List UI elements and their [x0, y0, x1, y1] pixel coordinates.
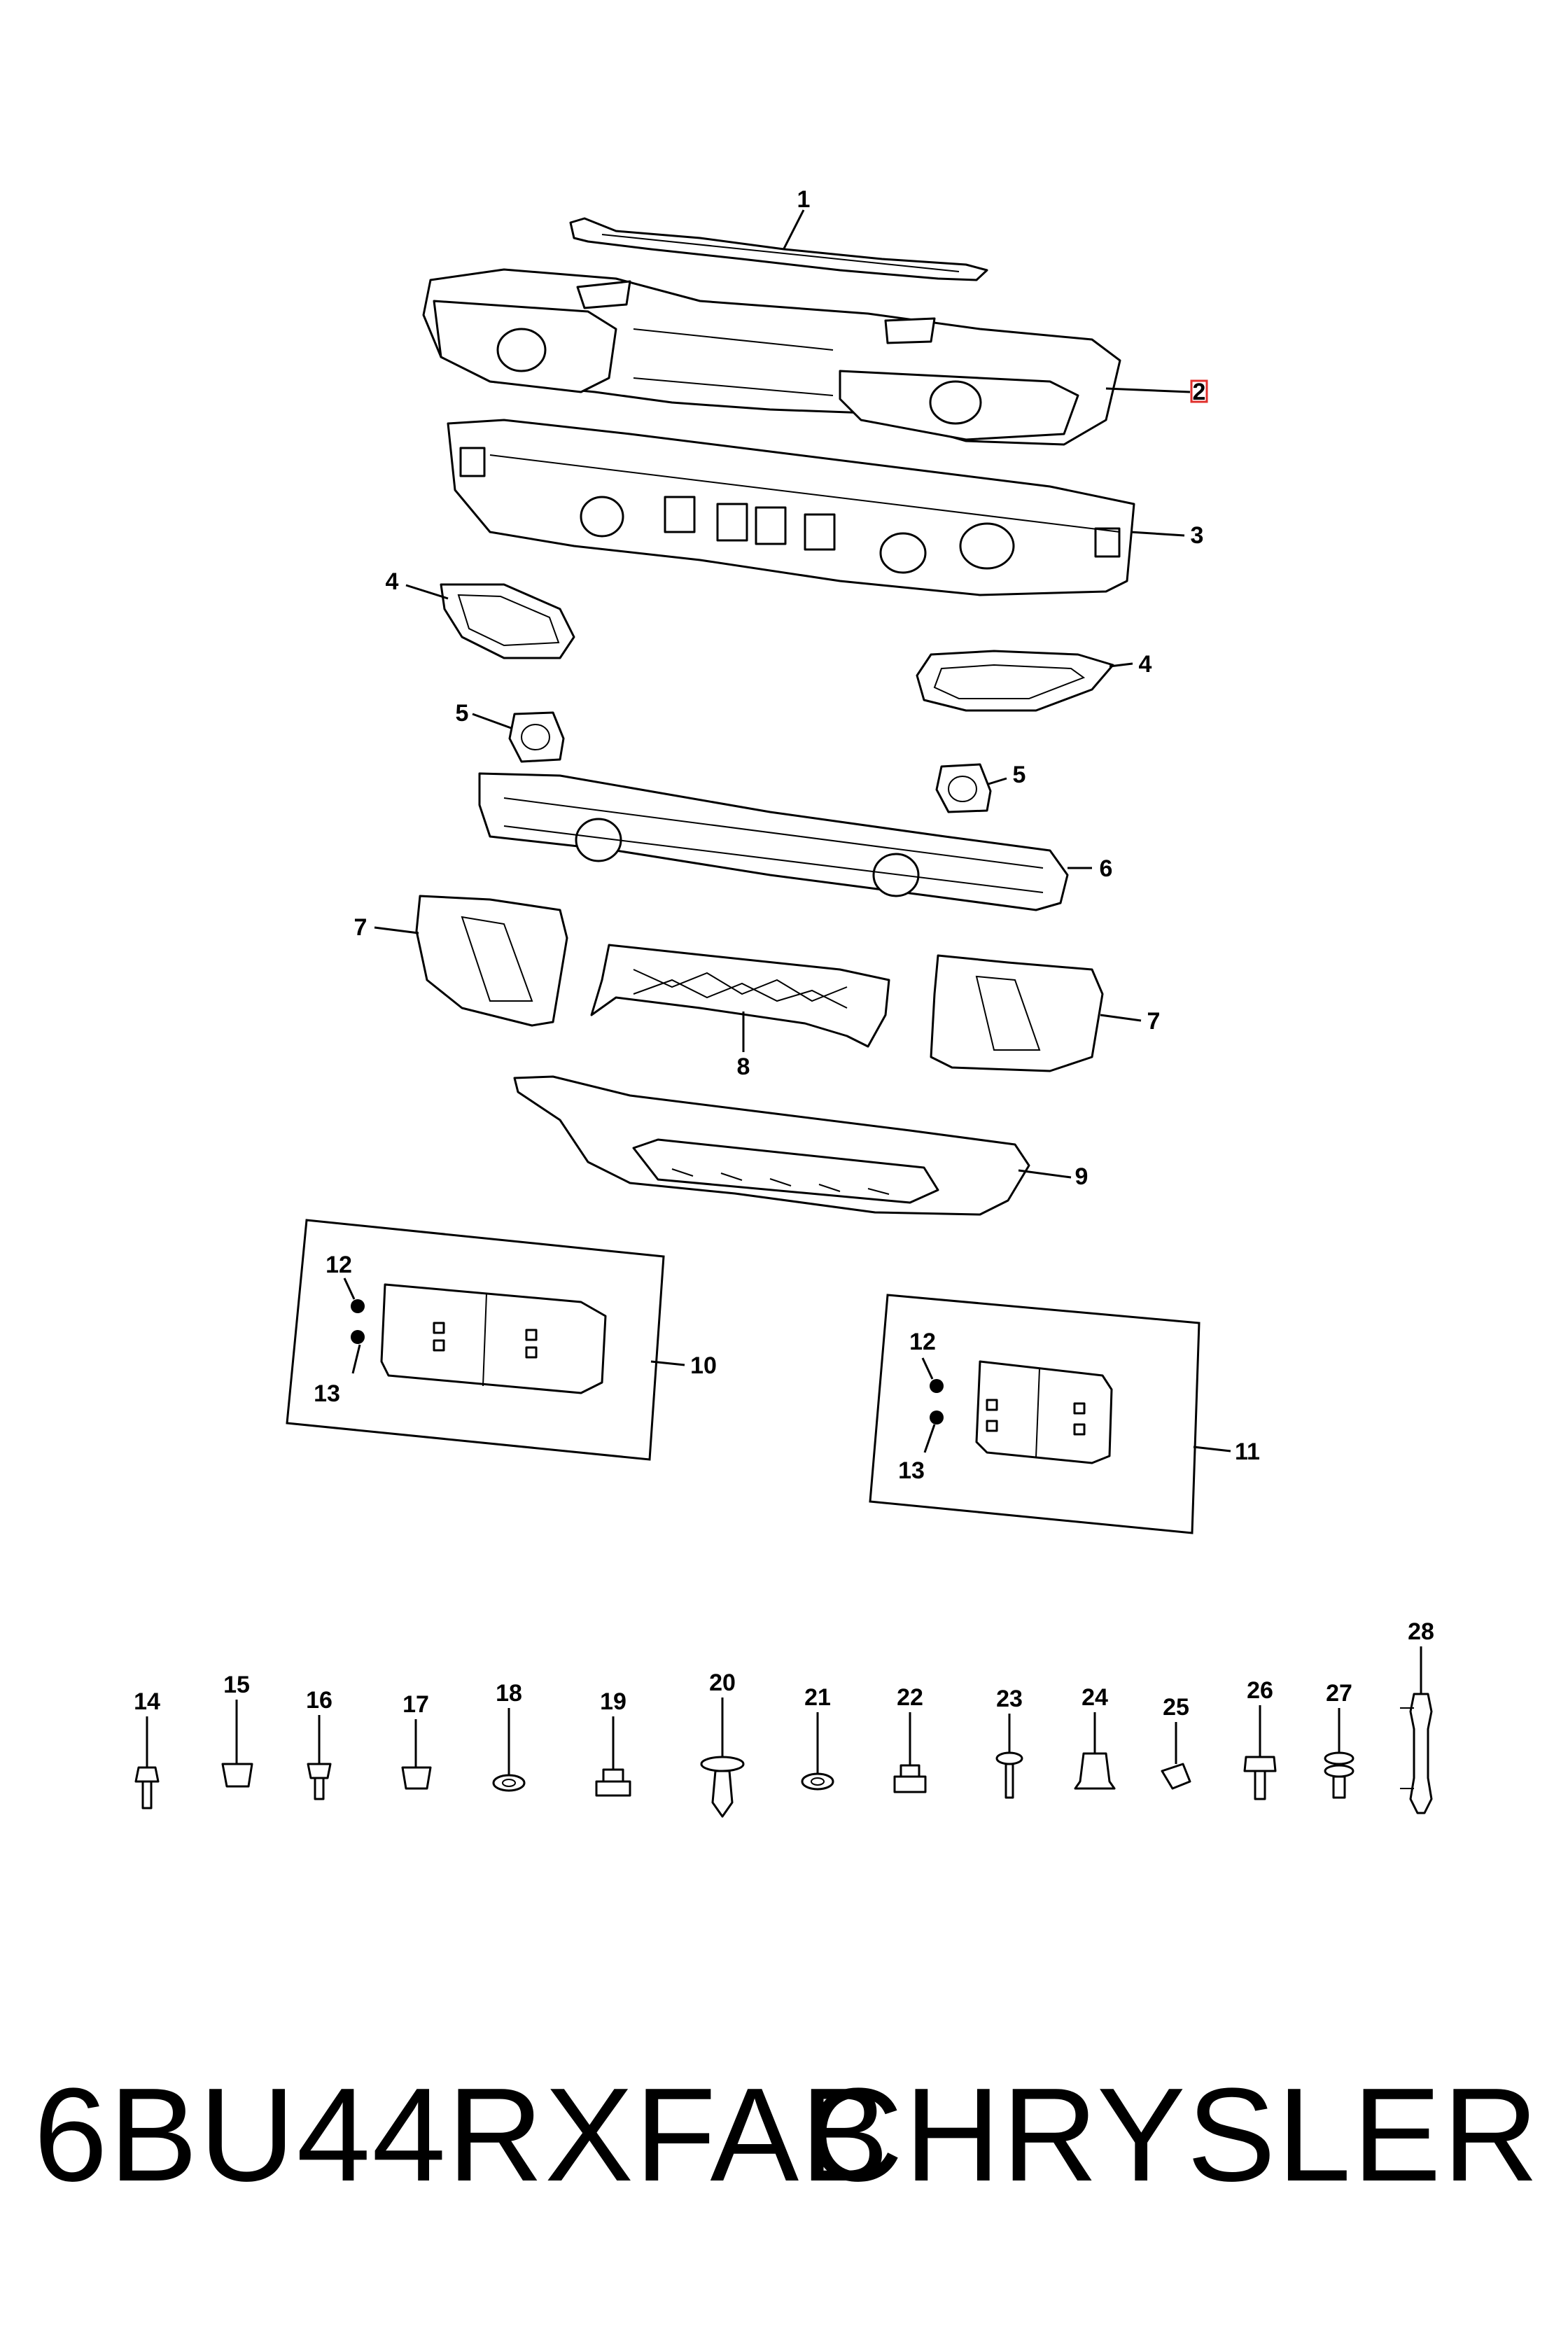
- callout-6: 6: [1100, 855, 1113, 882]
- fastener-22-nut: [893, 1764, 927, 1793]
- fastener-25-clip: [1161, 1763, 1191, 1790]
- fastener-23-screw: [995, 1751, 1023, 1799]
- part-5-left-bracket: [508, 711, 565, 763]
- callout-25: 25: [1163, 1694, 1189, 1721]
- callout-7-right: 7: [1147, 1008, 1161, 1035]
- part-1-upper-bracket: [569, 217, 988, 281]
- callout-4-right: 4: [1139, 651, 1152, 678]
- part-number-text: 6BU44RXFAB: [34, 2061, 890, 2209]
- brand-text: CHRYSLER: [806, 2061, 1540, 2209]
- callout-26: 26: [1247, 1677, 1273, 1704]
- callout-19: 19: [600, 1688, 626, 1715]
- callout-27: 27: [1326, 1680, 1352, 1707]
- fastener-16-stud: [307, 1763, 332, 1800]
- part-2-bumper-fascia: [422, 268, 1121, 446]
- callout-10: 10: [690, 1352, 717, 1379]
- fastener-18-washer: [492, 1774, 526, 1792]
- footer-caption: 6BU44RXFAB CHRYSLER: [0, 2044, 1568, 2226]
- fastener-28-tie-strap: [1400, 1693, 1433, 1814]
- callout-13-box10: 13: [314, 1380, 340, 1407]
- callout-1: 1: [797, 186, 811, 213]
- part-11-license-plate-kit-box: [869, 1294, 1200, 1534]
- fastener-14-bolt: [134, 1766, 160, 1809]
- fastener-17-clip: [401, 1766, 432, 1790]
- callout-5-left: 5: [456, 700, 469, 727]
- callout-13-box11: 13: [898, 1457, 925, 1484]
- callout-3: 3: [1191, 522, 1204, 549]
- callout-9: 9: [1075, 1163, 1088, 1190]
- callout-23: 23: [996, 1686, 1023, 1712]
- callout-22: 22: [897, 1684, 923, 1711]
- callout-5-right: 5: [1013, 762, 1026, 788]
- callout-4-left: 4: [386, 568, 399, 595]
- callout-labels: 1 2 3 4 4 5 5 6 7 7 8 9 10 11 12 13 12 1…: [134, 186, 1434, 1721]
- callout-2-highlight-box: [1190, 379, 1208, 403]
- fastener-21-washer: [801, 1772, 834, 1791]
- fastener-26-bolt: [1243, 1756, 1277, 1800]
- part-7-left-air-guide: [415, 895, 568, 1027]
- callout-28: 28: [1408, 1618, 1434, 1645]
- callout-12-box10: 12: [326, 1252, 352, 1278]
- callout-11: 11: [1235, 1438, 1260, 1465]
- part-7-right-air-guide: [930, 954, 1104, 1072]
- callout-14: 14: [134, 1688, 160, 1715]
- part-6-reinforcement-beam: [478, 772, 1069, 911]
- fastener-20-push-pin: [700, 1756, 745, 1818]
- fastener-27-grommet: [1324, 1751, 1354, 1799]
- callout-18: 18: [496, 1680, 522, 1707]
- part-8-lower-center-bracket: [590, 944, 890, 1048]
- callout-15: 15: [223, 1672, 250, 1698]
- callout-17: 17: [402, 1691, 429, 1718]
- fastener-24-nut-insert: [1074, 1752, 1116, 1790]
- callout-21: 21: [804, 1684, 831, 1711]
- callout-7-left: 7: [354, 914, 368, 941]
- callout-8: 8: [737, 1054, 750, 1080]
- part-4-right-fog-bezel: [916, 650, 1114, 712]
- fastener-19-nut: [595, 1768, 631, 1797]
- leader-lines: [146, 209, 1422, 1775]
- part-9-lower-valance: [513, 1075, 1030, 1216]
- callout-20: 20: [709, 1670, 736, 1696]
- callout-16: 16: [306, 1687, 332, 1714]
- part-3-bumper-backing: [447, 419, 1135, 596]
- part-10-license-plate-kit-box: [286, 1219, 665, 1461]
- part-5-right-bracket: [935, 763, 992, 813]
- callout-2: 2: [1193, 379, 1206, 405]
- callout-12-box11: 12: [909, 1329, 936, 1355]
- callout-24: 24: [1082, 1684, 1108, 1711]
- part-4-left-fog-bezel: [440, 583, 575, 659]
- fastener-15-clip: [221, 1763, 253, 1788]
